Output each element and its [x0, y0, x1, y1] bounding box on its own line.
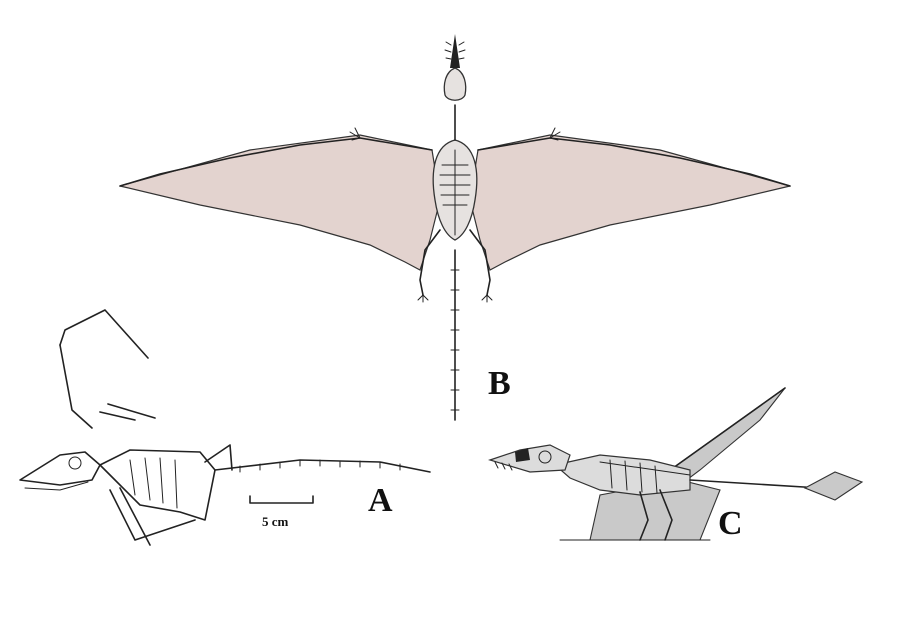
spine-c — [599, 459, 691, 494]
crest-c — [515, 448, 530, 462]
torso-c — [553, 454, 691, 496]
panel-a-fossil: 5 cm A — [19, 309, 431, 546]
panel-label-b: B — [488, 365, 511, 402]
tail-vane — [803, 471, 864, 501]
tail-fossil-segments — [239, 459, 401, 473]
left-hand-claws — [349, 127, 361, 141]
left-wing-finger — [119, 137, 433, 187]
limb-fossil — [109, 487, 196, 546]
right-hand-claws — [549, 127, 561, 141]
skull — [443, 67, 467, 101]
scale-bar-label: 5 cm — [262, 514, 289, 529]
right-foot — [481, 294, 493, 303]
panel-label-c: C — [718, 505, 743, 542]
crest — [450, 34, 460, 68]
panel-c-reconstruction: C — [488, 387, 864, 542]
tail-segments — [450, 269, 460, 411]
left-wing-membrane — [119, 134, 441, 271]
tail-fossil — [214, 459, 431, 473]
jaw — [24, 481, 89, 491]
tail-c — [689, 479, 821, 489]
wing-bone-left — [59, 344, 93, 429]
panel-label-a: A — [368, 482, 393, 519]
torso-fossil — [99, 449, 216, 521]
scale-bar — [249, 495, 314, 504]
ribs — [439, 149, 471, 236]
teeth-c — [494, 461, 513, 471]
orbit — [68, 456, 82, 470]
skull-fossil — [19, 451, 101, 486]
ribs-fossil — [129, 457, 178, 509]
right-leg — [469, 229, 491, 296]
leg-c — [639, 489, 673, 541]
right-wing-membrane — [469, 134, 791, 271]
left-leg — [419, 229, 441, 296]
loose-bones — [99, 403, 156, 421]
teeth — [444, 41, 466, 60]
skull-c — [488, 444, 571, 473]
hind-limb — [204, 444, 233, 471]
panel-b-reconstruction: B — [119, 34, 791, 421]
wing-bone-upper — [59, 309, 149, 359]
left-foot — [417, 294, 429, 303]
orbit-c — [538, 450, 552, 464]
right-wing-finger — [477, 137, 791, 187]
